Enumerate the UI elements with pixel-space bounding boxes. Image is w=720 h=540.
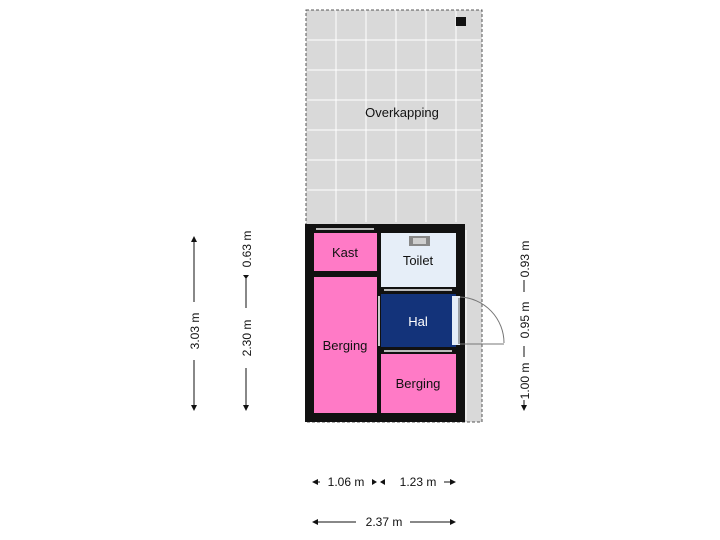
kast-room (314, 233, 377, 271)
dimension-total-width-label: 2.37 m (366, 515, 403, 529)
dimension-right-bottom-label: 1.00 m (518, 363, 532, 400)
dimension-section-widths: 1.06 m 1.23 m (312, 475, 456, 489)
dimension-kast-height-label: 0.63 m (240, 231, 254, 268)
door-swing-arc (459, 296, 505, 344)
hal-label: Hal (408, 314, 428, 329)
overkapping-label: Overkapping (365, 105, 439, 120)
berging-right-room (381, 354, 456, 413)
dimension-width-right-label: 1.23 m (400, 475, 437, 489)
dimension-tick (243, 275, 249, 279)
dimension-total-height-label: 3.03 m (188, 313, 202, 350)
dimension-right-side: 0.93 m 0.95 m 1.00 m (518, 241, 532, 411)
berging-left-room (314, 277, 377, 413)
dimension-right-middle-label: 0.95 m (518, 302, 532, 339)
dimension-right-top-label: 0.93 m (518, 241, 532, 278)
berging-left-label: Berging (323, 338, 368, 353)
overkapping-grid (306, 10, 482, 420)
hal-opening (452, 296, 460, 345)
dimension-width-left-label: 1.06 m (328, 475, 365, 489)
post-icon (456, 17, 466, 26)
dimension-tick (380, 479, 385, 485)
dimension-section-heights: 0.63 m 2.30 m (240, 231, 254, 411)
kast-label: Kast (332, 245, 358, 260)
dimension-total-height: 3.03 m (188, 236, 202, 411)
dimension-berging-height-label: 2.30 m (240, 320, 254, 357)
berging-right-label: Berging (396, 376, 441, 391)
toilet-fixture-inner (413, 238, 426, 244)
dimension-tick (372, 479, 377, 485)
dimension-total-width: 2.37 m (312, 515, 456, 529)
hal-room (381, 294, 456, 347)
toilet-label: Toilet (403, 253, 434, 268)
